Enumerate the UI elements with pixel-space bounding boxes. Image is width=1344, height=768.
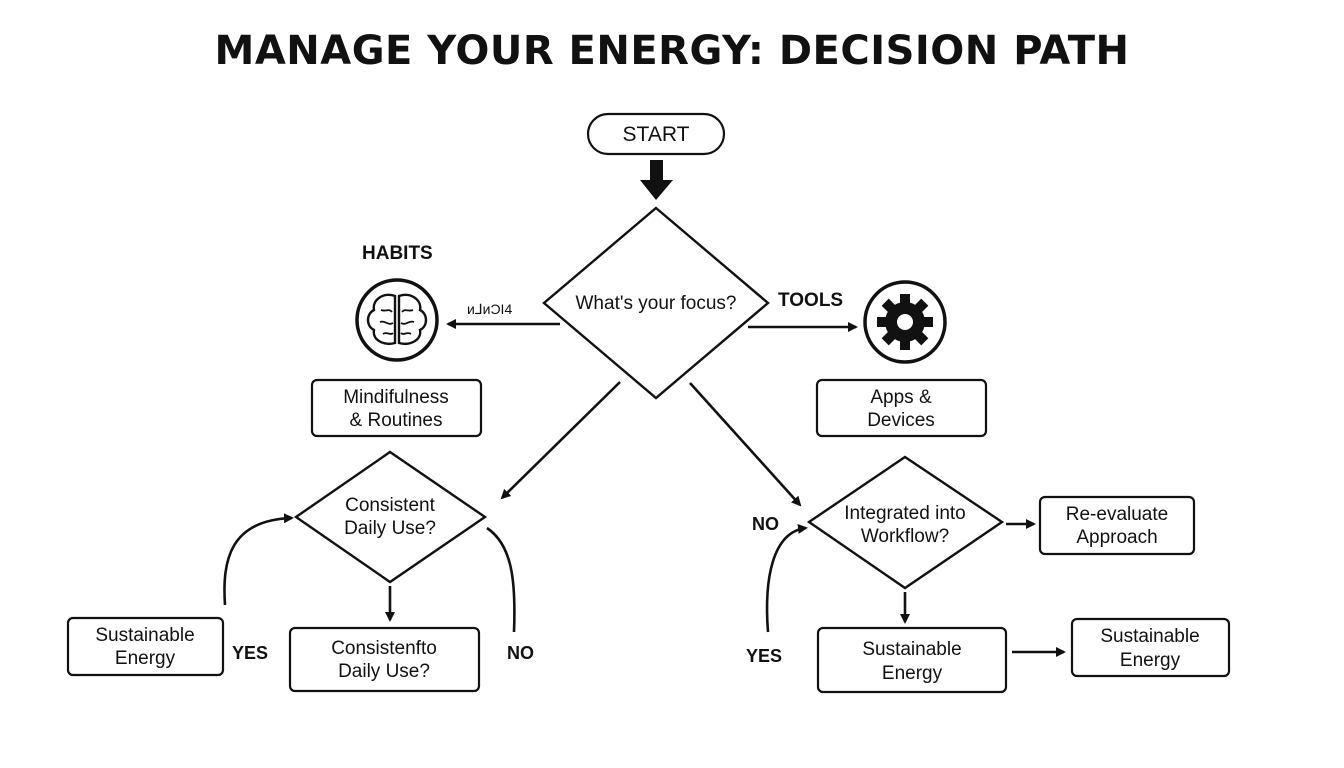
tools-question-line1: Integrated into [844,503,965,524]
arrow-to-tools-question [689,382,802,507]
reevaluate-line2: Approach [1076,527,1157,548]
habits-box-line2: & Routines [350,410,443,431]
habits-no-label: NO [507,643,534,663]
tools-box: Apps & Devices [815,378,988,438]
tools-yes-loop-arrow [765,523,808,633]
tools-box-line2: Devices [867,410,935,431]
start-arrow [640,160,673,200]
arrow-to-habits-question [500,381,621,500]
tools-result-line1: Sustainable [862,639,961,660]
habits-box: Mindifulness & Routines [310,378,483,438]
tools-label: TOOLS [778,290,843,311]
tools-final-box: Sustainable Energy [1070,617,1231,678]
habits-question-line1: Consistent [345,495,435,516]
habits-result-line1: Consistenfto [331,638,437,659]
habits-yes-box-line1: Sustainable [95,625,194,646]
reevaluate-line1: Re-evaluate [1066,504,1168,525]
tools-box-line1: Apps & [870,387,932,408]
habits-decision: Consistent Daily Use? [293,450,488,584]
habits-yes-label: YES [232,643,268,663]
focus-decision: What's your focus? [542,206,770,400]
habits-side-text: ᴎ⅃ᴎƆI4 [467,301,512,317]
page-title: MANAGE YOUR ENERGY: DECISION PATH [214,28,1130,74]
tools-result-line2: Energy [882,663,943,684]
focus-question-label: What's your focus? [576,293,737,314]
tools-decision: Integrated into Workflow? [806,455,1005,590]
gear-icon [863,280,947,364]
habits-no-curve [486,526,516,633]
tools-final-line1: Sustainable [1100,626,1199,647]
reevaluate-box: Re-evaluate Approach [1038,495,1196,556]
start-label: START [623,123,690,146]
habits-result-box: Consistenfto Daily Use? [288,626,481,693]
tools-result-box: Sustainable Energy [816,626,1008,694]
habits-question-line2: Daily Use? [344,518,436,539]
brain-icon [355,278,439,362]
start-node: START [586,112,726,156]
tools-question-line2: Workflow? [861,526,949,547]
tools-yes-label: YES [746,646,782,666]
habits-yes-box: Sustainable Energy [66,616,225,677]
habits-yes-loop-arrow [223,513,294,606]
habits-yes-box-line2: Energy [115,648,176,669]
habits-box-line1: Mindifulness [343,387,449,408]
tools-no-label: NO [752,514,779,534]
habits-result-line2: Daily Use? [338,661,430,682]
habits-label: HABITS [362,243,433,264]
tools-final-line2: Energy [1120,650,1181,671]
